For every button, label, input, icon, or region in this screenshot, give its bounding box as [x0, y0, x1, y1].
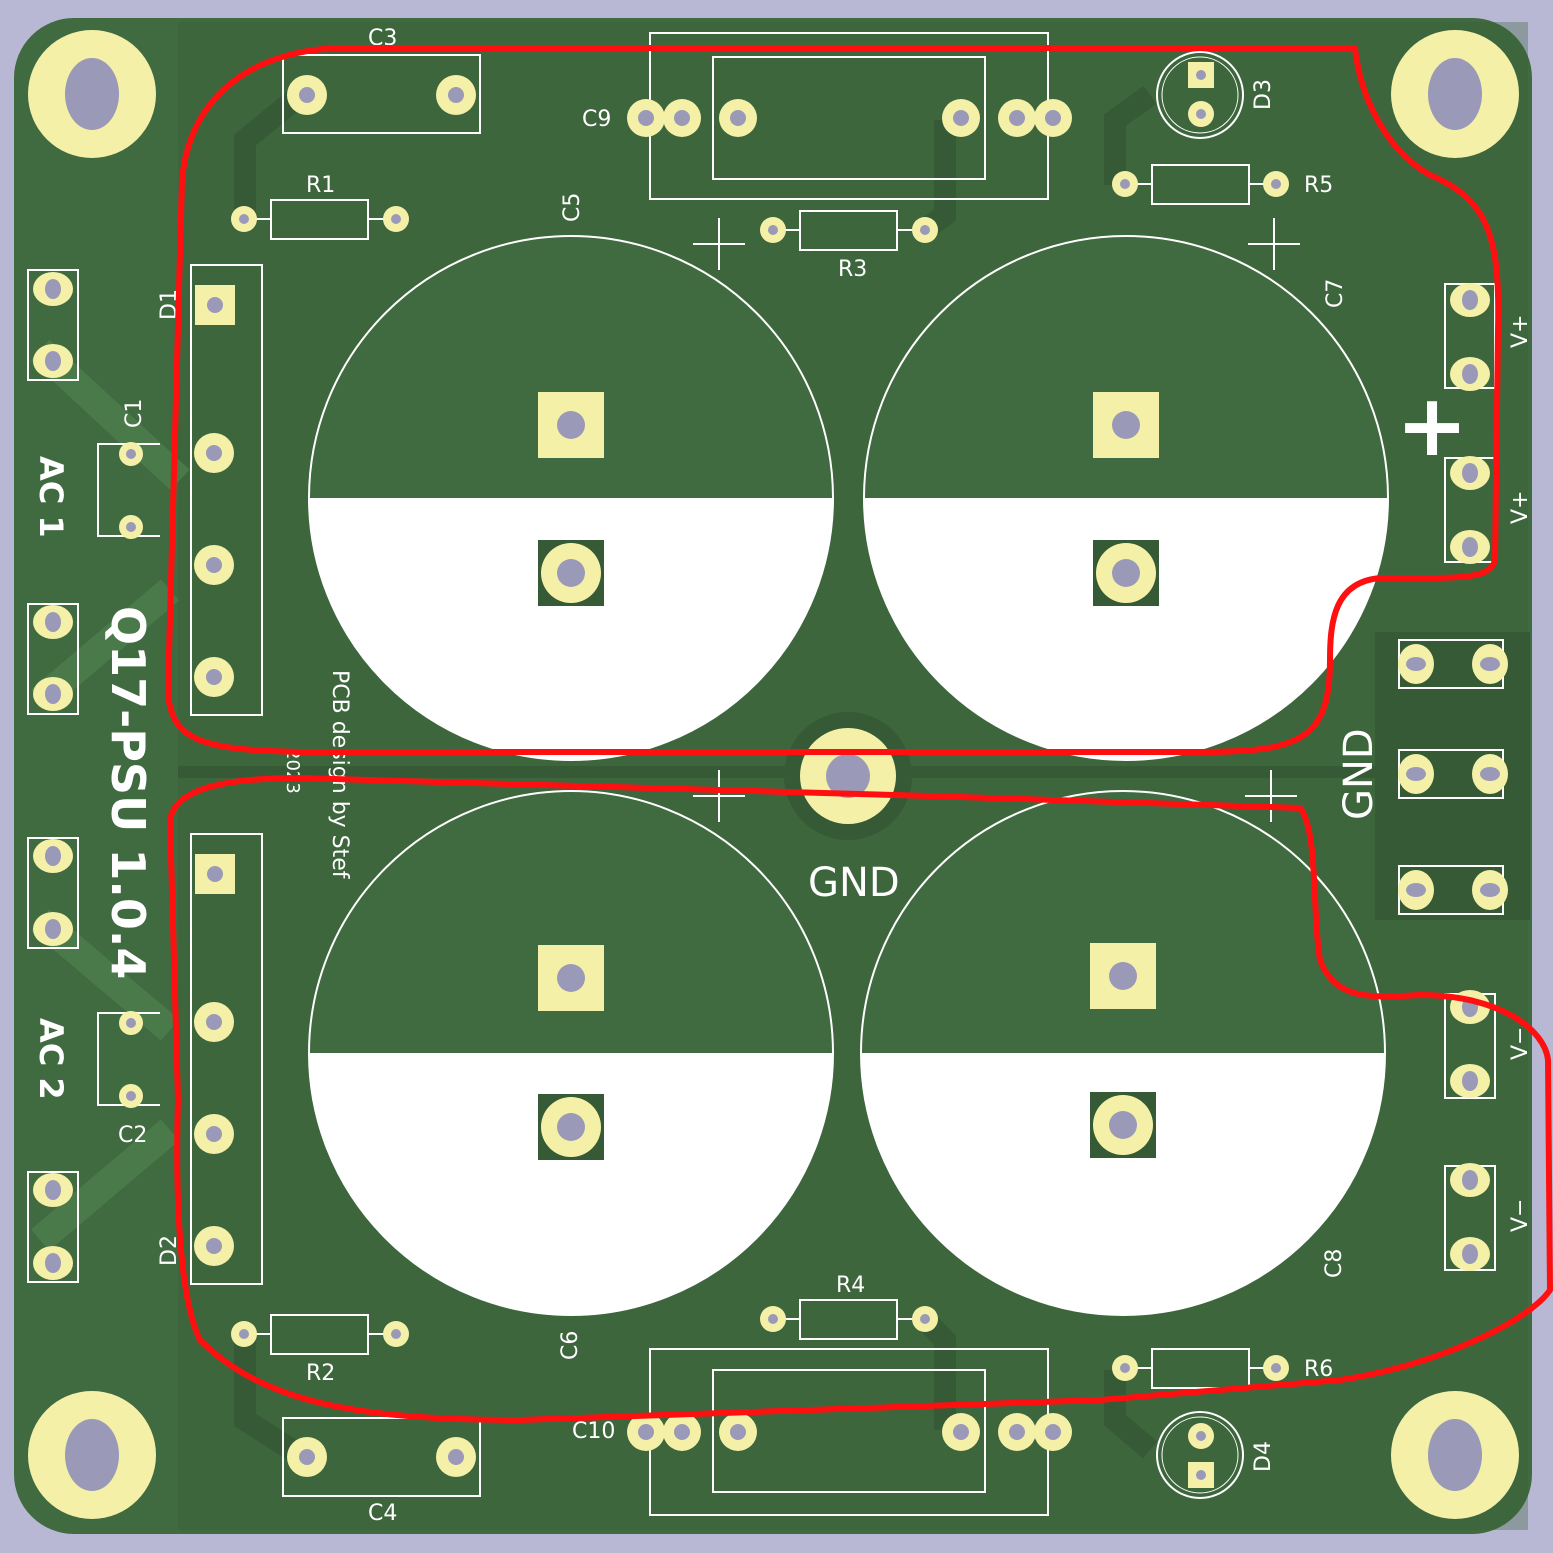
capacitor-c10	[627, 1348, 1072, 1516]
label-ac1: AC 1	[32, 456, 70, 538]
capacitor-c7	[863, 235, 1389, 761]
label-c6: C6	[558, 1331, 583, 1360]
plus-symbol: +	[1396, 376, 1468, 476]
label-c2: C2	[118, 1123, 147, 1148]
label-d3: D3	[1251, 79, 1276, 110]
label-c4: C4	[368, 1501, 397, 1526]
label-c5: C5	[560, 193, 585, 222]
highlight-outline-positive	[165, 45, 1502, 755]
polarity-marks	[693, 218, 1300, 822]
label-vminus-1: V−	[1508, 1027, 1533, 1060]
label-r3: R3	[838, 257, 867, 282]
label-c8: C8	[1322, 1249, 1347, 1278]
resistor-r3	[784, 210, 913, 251]
ac-connector-pads-left	[27, 269, 79, 1283]
label-r4: R4	[836, 1273, 865, 1298]
diode-bridge-d1	[190, 264, 263, 716]
resistor-r4	[784, 1299, 913, 1340]
minus-symbol: −	[1319, 1060, 1419, 1132]
gnd-connector-pads	[1398, 639, 1508, 915]
label-r2: R2	[306, 1361, 335, 1386]
resistor-r5	[1136, 164, 1265, 205]
mounting-hole-center-gnd	[784, 712, 912, 840]
resistor-r2	[255, 1314, 384, 1355]
capacitor-c3	[282, 54, 481, 134]
mounting-hole-top-left	[28, 30, 156, 158]
diode-bridge-d2	[190, 833, 263, 1285]
label-d4: D4	[1251, 1441, 1276, 1472]
highlight-outline-negative	[167, 775, 1553, 1423]
board-credit: PCB design by Stef	[327, 670, 352, 880]
resistor-r1	[255, 199, 384, 240]
capacitor-c5	[308, 235, 834, 761]
label-c1: C1	[122, 399, 147, 428]
capacitor-c6	[308, 790, 834, 1316]
mounting-hole-top-right	[1391, 30, 1519, 158]
mounting-hole-bottom-left	[28, 1391, 156, 1519]
label-gnd-center: GND	[808, 860, 900, 906]
label-r5: R5	[1304, 173, 1333, 198]
label-vplus-2: V+	[1508, 491, 1533, 524]
capacitor-c2	[97, 1011, 160, 1108]
label-vminus-2: V−	[1508, 1199, 1533, 1232]
resistor-r6	[1136, 1348, 1265, 1389]
label-gnd-side: GND	[1336, 728, 1382, 820]
label-r6: R6	[1304, 1357, 1333, 1382]
capacitor-c9	[627, 32, 1072, 200]
led-d4	[1156, 1411, 1244, 1499]
label-ac2: AC 2	[32, 1018, 70, 1100]
label-c7: C7	[1323, 279, 1348, 308]
label-c9: C9	[582, 107, 611, 132]
capacitor-c8	[860, 790, 1386, 1316]
board-year: 2023	[282, 748, 303, 794]
board-title: Q17-PSU 1.0.4	[101, 606, 155, 979]
mounting-hole-bottom-right	[1391, 1391, 1519, 1519]
label-vplus-1: V+	[1508, 315, 1533, 348]
led-d3	[1156, 51, 1244, 139]
label-c10: C10	[572, 1419, 615, 1444]
capacitor-c4	[282, 1417, 481, 1497]
capacitor-c1	[97, 442, 160, 539]
label-r1: R1	[306, 173, 335, 198]
